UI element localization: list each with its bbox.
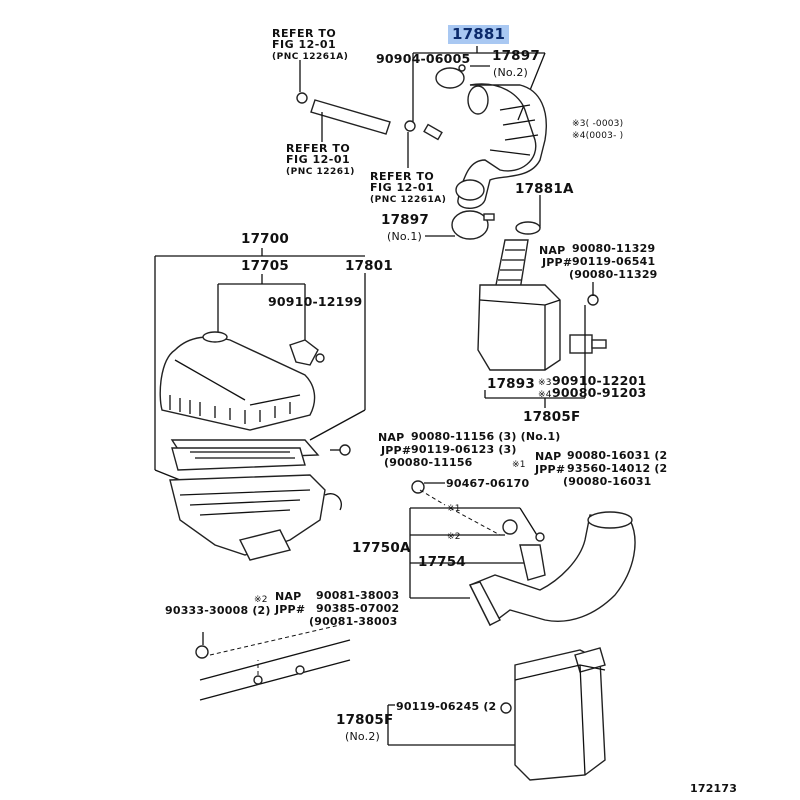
hose-clamp-no2[interactable] [435,64,466,89]
part-label-17893[interactable]: 17893 [487,376,535,392]
bolt-90080-11329[interactable] [587,294,599,306]
resonator-17893[interactable] [477,284,561,371]
part-label-17897-no2[interactable]: 17897 [492,48,540,64]
note-mark-1: ※1 [512,460,526,470]
market-label-nap: NAP [535,450,562,463]
part-label-17805F-no2[interactable]: 17805F [336,712,394,728]
air-hose-17881A[interactable] [494,221,541,291]
refer-note-3[interactable]: REFER TO FIG 12-01 (PNC 12261A) [370,171,446,206]
note-mark-1: ※1 [447,504,461,514]
part-label-17750A[interactable]: 17750A [352,540,411,556]
part-label-90904-06005[interactable]: 90904-06005 [376,51,471,66]
clip-screw[interactable] [535,532,545,542]
market-label-nap: NAP [539,244,566,257]
refer-fig: FIG 12-01 [370,181,435,194]
part-label-90081-38003-alt[interactable]: (90081-38003 [309,615,398,628]
part-label-17705[interactable]: 17705 [241,258,289,274]
figure-number: 172173 [690,782,738,795]
clip-90467-06170[interactable] [411,480,425,494]
mounting-bracket[interactable] [199,639,351,701]
note-mark-2: ※2 [447,532,461,542]
part-label-90119-06245[interactable]: 90119-06245 (2 [396,700,497,713]
dashed-leader [449,507,501,536]
refer-fig: FIG 12-01 [272,38,337,51]
refer-line: REFER TO [370,170,435,183]
market-label-jpp: JPP# [381,444,412,457]
part-label-90080-11329-alt[interactable]: (90080-11329 [569,268,658,281]
part-label-17897-no1[interactable]: 17897 [381,212,429,228]
part-label-90910-12201[interactable]: 90910-12201 [552,373,647,388]
market-label-nap: NAP [275,590,302,603]
refer-note-1[interactable]: REFER TO FIG 12-01 (PNC 12261A) [272,28,348,63]
refer-pnc: (PNC 12261A) [370,195,447,205]
market-label-jpp: JPP# [542,256,573,269]
dashed-leader [209,624,341,656]
note-mark-2: ※2 [254,595,268,605]
refer-line: REFER TO [286,142,351,155]
bolt-90119-06245[interactable] [500,702,512,714]
part-label-90081-38003[interactable]: 90081-38003 [316,589,400,602]
part-label-17881[interactable]: 17881 [448,25,510,44]
part-sub-label-no1: (No.1) [387,230,423,243]
note-mark-4: ※4 [538,390,552,400]
date-note-4: ※4(0003- ) [572,131,624,141]
part-label-90080-11156[interactable]: 90080-11156 (3) (No.1) [411,430,561,443]
part-label-17805F[interactable]: 17805F [523,409,581,425]
part-label-90119-06541[interactable]: 90119-06541 [572,255,656,268]
part-label-90080-16031[interactable]: 90080-16031 (2 [567,449,668,462]
pipe-clip[interactable] [404,120,416,132]
intake-hose-17881[interactable] [455,83,547,209]
market-label-jpp: JPP# [275,603,306,616]
part-label-90080-11329[interactable]: 90080-11329 [572,242,656,255]
part-label-93560-14012[interactable]: 93560-14012 (2 [567,462,668,475]
part-label-90080-11156-alt[interactable]: (90080-11156 [384,456,473,469]
bolt-90080-11156[interactable] [339,444,351,456]
dashed-leader [419,489,446,506]
note-mark-3: ※3 [538,378,552,388]
part-label-90080-91203[interactable]: 90080-91203 [552,385,647,400]
air-cleaner-cap[interactable] [159,331,316,431]
air-cleaner-case[interactable] [169,474,342,561]
part-sub-label-no2: (No.2) [493,66,529,79]
refer-pnc: (PNC 12261A) [272,52,349,62]
part-label-17881A[interactable]: 17881A [515,181,574,197]
resonator-17805F-no2[interactable] [514,647,606,781]
intake-duct-17750A[interactable] [469,511,636,627]
bolt-90904-06005[interactable] [423,123,443,141]
part-label-90119-06123[interactable]: 90119-06123 (3) [411,443,517,456]
bracket-90910-12201[interactable] [569,334,607,354]
part-sub-label-no2: (No.2) [345,730,381,743]
refer-fig: FIG 12-01 [286,153,351,166]
bolt-90333-30008[interactable] [195,645,209,659]
part-label-90080-16031-alt[interactable]: (90080-16031 [563,475,652,488]
refer-line: REFER TO [272,27,337,40]
part-label-90467-06170[interactable]: 90467-06170 [446,477,530,490]
air-filter-element-17801[interactable] [170,439,320,471]
pipe-clip[interactable] [296,92,308,104]
part-label-90385-07002[interactable]: 90385-07002 [316,602,400,615]
sensor-90910-12199[interactable] [289,339,325,366]
leader-line [154,469,181,481]
leader-line [517,52,546,121]
part-label-90333-30008[interactable]: 90333-30008 (2) [165,604,271,617]
part-label-17801[interactable]: 17801 [345,258,393,274]
refer-note-2[interactable]: REFER TO FIG 12-01 (PNC 12261) [286,143,355,178]
grommet[interactable] [502,519,518,535]
part-label-17700[interactable]: 17700 [241,231,289,247]
leader-line [309,409,366,441]
vacuum-pipe[interactable] [310,99,391,135]
part-label-90910-12199[interactable]: 90910-12199 [268,294,363,309]
market-label-nap: NAP [378,431,405,444]
part-label-17754[interactable]: 17754 [418,554,466,570]
hose-clamp-no1[interactable] [451,210,495,240]
date-note-3: ※3( -0003) [572,119,624,129]
market-label-jpp: JPP# [535,463,566,476]
refer-pnc: (PNC 12261) [286,167,355,177]
